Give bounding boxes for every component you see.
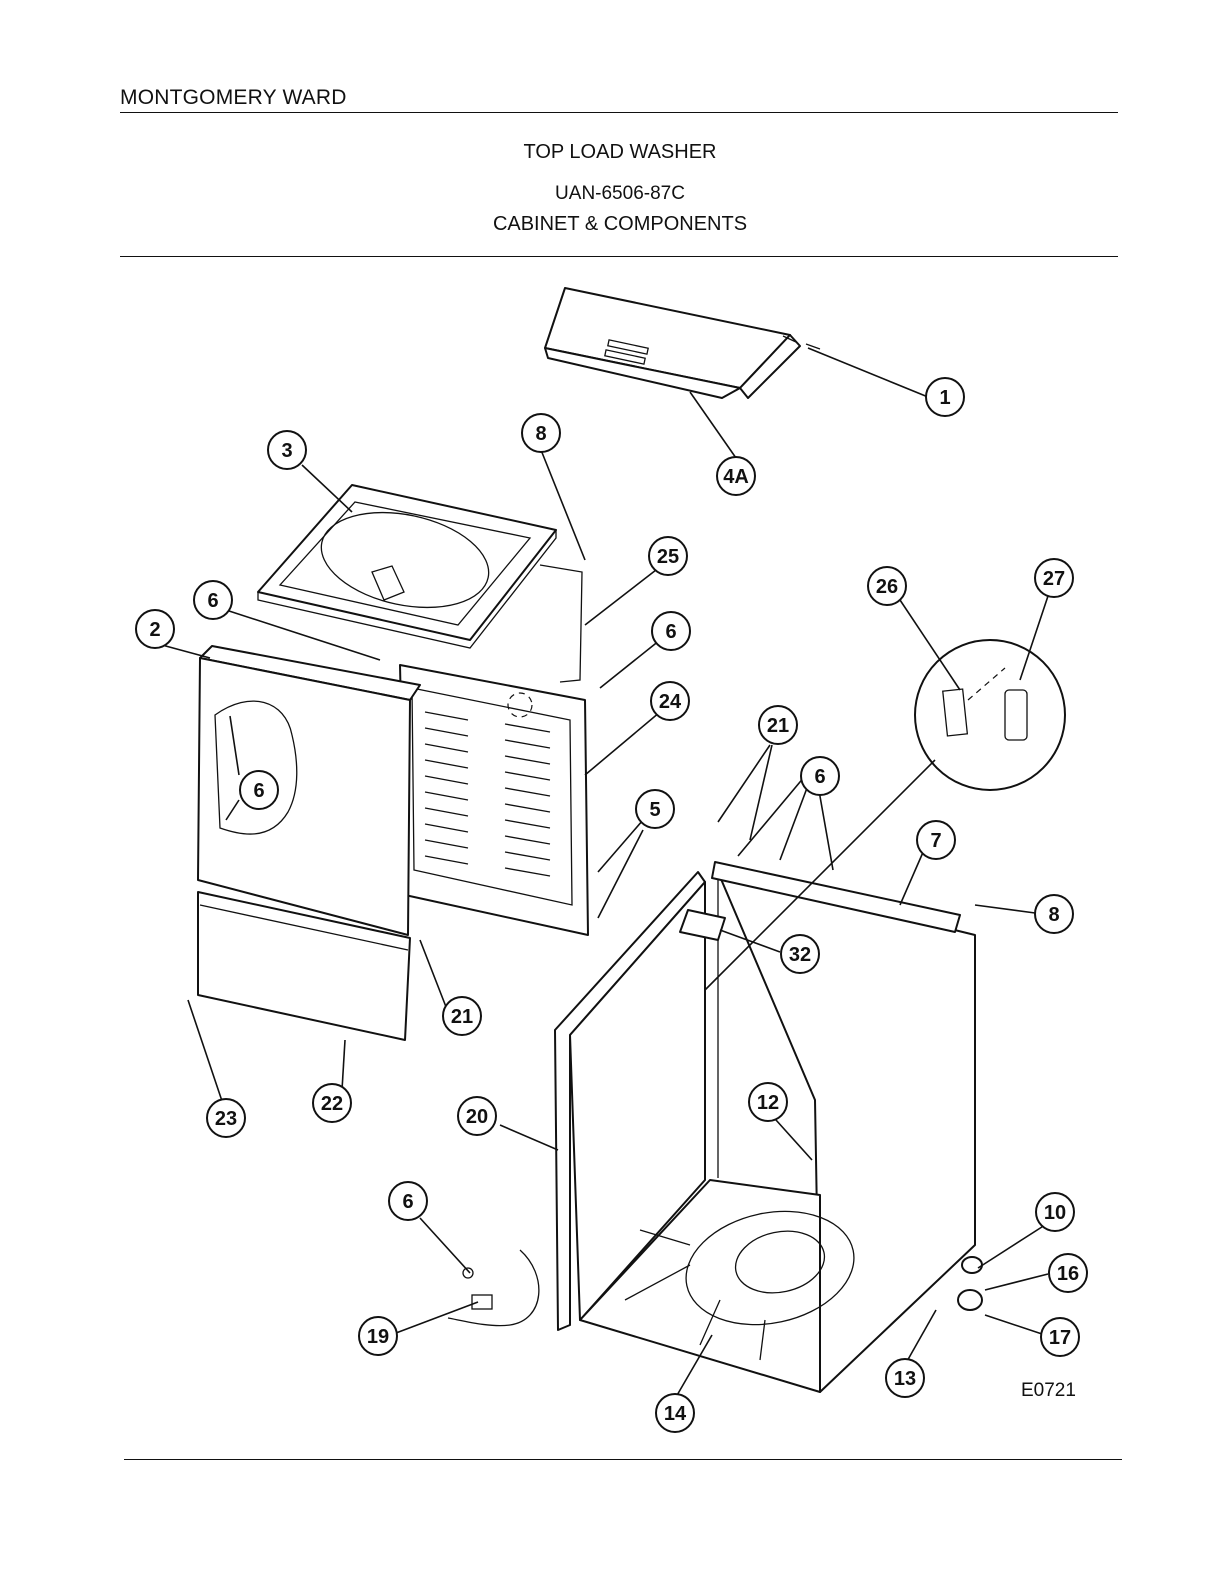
callout-6-bottom: 6 xyxy=(388,1181,428,1221)
callout-8-right: 8 xyxy=(1034,894,1074,934)
svg-text:21: 21 xyxy=(767,715,789,737)
svg-text:6: 6 xyxy=(814,766,825,788)
svg-text:4A: 4A xyxy=(723,466,749,488)
model-number: UAN-6506-87C xyxy=(555,183,685,204)
svg-text:20: 20 xyxy=(466,1106,488,1128)
callout-14: 14 xyxy=(655,1393,695,1433)
callout-6-lid: 6 xyxy=(193,580,233,620)
svg-text:27: 27 xyxy=(1043,568,1065,590)
callout-1: 1 xyxy=(925,377,965,417)
callout-2: 2 xyxy=(135,609,175,649)
figure-id: E0721 xyxy=(1021,1380,1076,1401)
footer-rule xyxy=(124,1459,1122,1460)
header-rule-bottom xyxy=(120,256,1118,257)
svg-text:12: 12 xyxy=(757,1092,779,1114)
callout-3: 3 xyxy=(267,430,307,470)
rear-panel-part xyxy=(399,564,589,936)
section-title: CABINET & COMPONENTS xyxy=(492,213,748,235)
svg-text:21: 21 xyxy=(451,1006,473,1028)
callout-4a: 4A xyxy=(716,456,756,496)
svg-text:6: 6 xyxy=(207,590,218,612)
leveling-leg-part xyxy=(957,1256,983,1311)
callout-25: 25 xyxy=(648,536,688,576)
svg-text:24: 24 xyxy=(659,691,682,713)
svg-text:32: 32 xyxy=(789,944,811,966)
front-panel-part xyxy=(197,645,421,936)
svg-text:26: 26 xyxy=(876,576,898,598)
callout-5: 5 xyxy=(635,789,675,829)
top-rail-part xyxy=(711,861,961,933)
svg-text:19: 19 xyxy=(367,1326,389,1348)
callout-32: 32 xyxy=(780,934,820,974)
svg-text:13: 13 xyxy=(894,1368,916,1390)
svg-text:7: 7 xyxy=(930,830,941,852)
svg-text:17: 17 xyxy=(1049,1327,1071,1349)
toe-panel-part xyxy=(197,891,411,1041)
callout-24: 24 xyxy=(650,681,690,721)
callout-6-rail: 6 xyxy=(800,756,840,796)
callout-23: 23 xyxy=(206,1098,246,1138)
svg-text:6: 6 xyxy=(253,780,264,802)
leader-lines xyxy=(161,347,1049,1398)
svg-text:2: 2 xyxy=(149,619,160,641)
product-title: TOP LOAD WASHER xyxy=(523,141,717,163)
callout-17: 17 xyxy=(1040,1317,1080,1357)
callout-12: 12 xyxy=(748,1082,788,1122)
svg-text:16: 16 xyxy=(1057,1263,1079,1285)
svg-text:14: 14 xyxy=(664,1403,687,1425)
svg-text:6: 6 xyxy=(665,621,676,643)
svg-text:6: 6 xyxy=(402,1191,413,1213)
svg-text:10: 10 xyxy=(1044,1202,1066,1224)
callout-6-rear: 6 xyxy=(651,611,691,651)
svg-text:3: 3 xyxy=(281,440,292,462)
cabinet-shell-part xyxy=(554,871,976,1393)
svg-text:23: 23 xyxy=(215,1108,237,1130)
svg-text:5: 5 xyxy=(649,799,660,821)
callouts: 1 4A 3 8 25 6 6 2 24 6 26 27 21 6 5 7 8 … xyxy=(135,377,1088,1433)
callout-26: 26 xyxy=(867,566,907,606)
svg-text:8: 8 xyxy=(1048,904,1059,926)
header-rule-top xyxy=(120,112,1118,113)
brand-name: MONTGOMERY WARD xyxy=(120,86,347,109)
callout-21-top: 21 xyxy=(758,705,798,745)
callout-27: 27 xyxy=(1034,558,1074,598)
callout-19: 19 xyxy=(358,1316,398,1356)
callout-13: 13 xyxy=(885,1358,925,1398)
svg-text:1: 1 xyxy=(939,387,950,409)
bracket-part xyxy=(679,909,726,941)
callout-22: 22 xyxy=(312,1083,352,1123)
callout-8-top: 8 xyxy=(521,413,561,453)
callout-10: 10 xyxy=(1035,1192,1075,1232)
top-lid-part xyxy=(257,484,557,649)
control-console-part xyxy=(544,287,821,399)
callout-16: 16 xyxy=(1048,1253,1088,1293)
svg-text:25: 25 xyxy=(657,546,679,568)
callout-21-toe: 21 xyxy=(442,996,482,1036)
hose-part xyxy=(447,1249,540,1327)
svg-text:8: 8 xyxy=(535,423,546,445)
callout-6-front: 6 xyxy=(239,770,279,810)
svg-text:22: 22 xyxy=(321,1093,343,1115)
callout-7: 7 xyxy=(916,820,956,860)
callout-20: 20 xyxy=(457,1096,497,1136)
